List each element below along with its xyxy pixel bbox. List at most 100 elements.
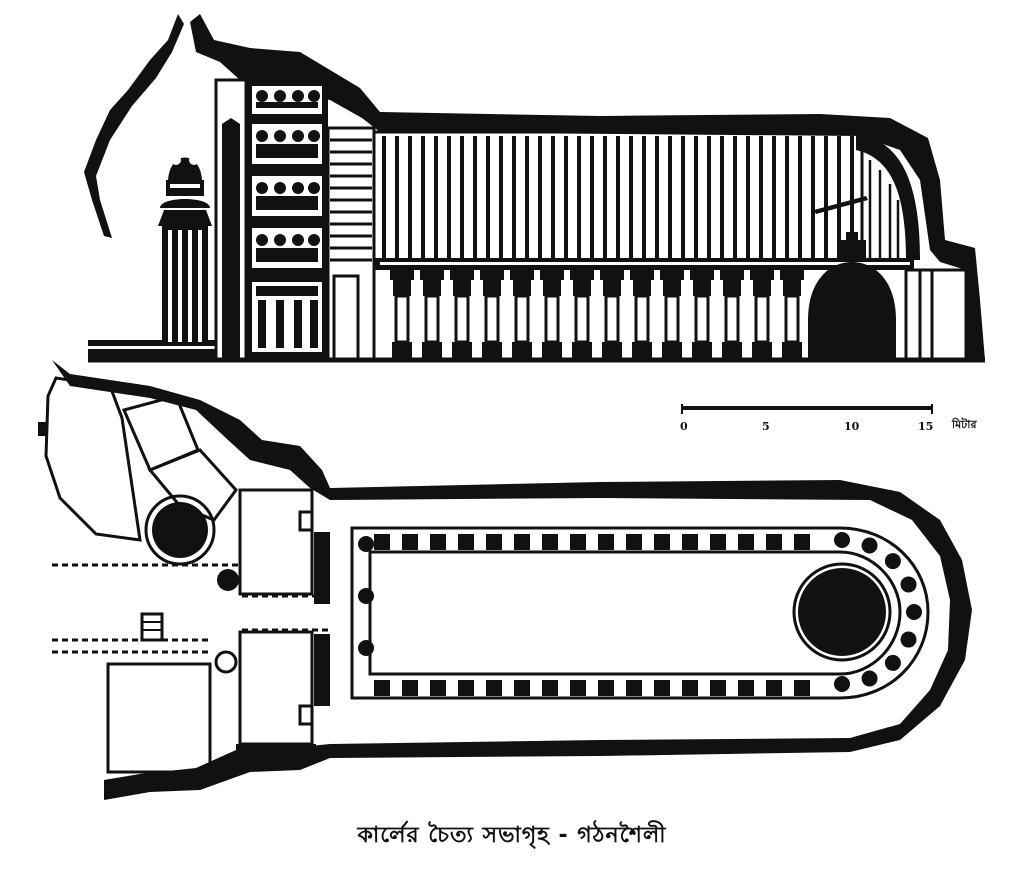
nave-pillar [600, 270, 624, 358]
apse-vault [856, 134, 920, 260]
plan-column [710, 680, 726, 696]
scale-unit: মিটার [951, 417, 977, 431]
plan-column [514, 680, 530, 696]
plan-column [458, 534, 474, 550]
caption: কার্লের চৈত্য সভাগৃহ - গঠনশৈলী [357, 823, 667, 848]
vault-rib [837, 136, 841, 258]
vault-rib [759, 136, 763, 258]
vault-rib [798, 136, 802, 258]
nave-pillar [780, 270, 804, 358]
nave-pillar [480, 270, 504, 358]
plan-column [710, 534, 726, 550]
nave-pillar [660, 270, 684, 358]
vault-rib [655, 136, 659, 258]
nave-pillar [720, 270, 744, 358]
plan-column [598, 534, 614, 550]
plan-column [766, 534, 782, 550]
vault-rib [850, 136, 854, 258]
vault-rib [512, 136, 516, 258]
plan-column [626, 534, 642, 550]
left-column-base [152, 502, 208, 558]
plan-column [430, 680, 446, 696]
plan-column [542, 680, 558, 696]
plan-column [542, 534, 558, 550]
stupa-plan [798, 568, 886, 656]
nave-pillar [510, 270, 534, 358]
vault-rib [395, 136, 399, 258]
vault-rib [434, 136, 438, 258]
ground-plan [38, 360, 972, 800]
plan-column [514, 534, 530, 550]
nave-pillar [690, 270, 714, 358]
scale-bar: 0 5 10 15 মিটার [680, 404, 977, 433]
plan-column [402, 534, 418, 550]
vault-rib [694, 136, 698, 258]
vault-rib [460, 136, 464, 258]
vault-rib [447, 136, 451, 258]
aisle-outline [368, 550, 902, 676]
vault-rib [603, 136, 607, 258]
vault-rib [499, 136, 503, 258]
nave-pillar [540, 270, 564, 358]
vault-rib [616, 136, 620, 258]
vault-rib [486, 136, 490, 258]
vault-rib [785, 136, 789, 258]
plan-column [861, 537, 878, 554]
vault-rib [824, 136, 828, 258]
nave-pillar [450, 270, 474, 358]
nave-pillar [420, 270, 444, 358]
plan-column [374, 534, 390, 550]
plan-column [900, 576, 917, 593]
scale-tick-5: 5 [762, 420, 770, 433]
plan-column [794, 680, 810, 696]
plan-column [884, 553, 901, 570]
nave-pillar [390, 270, 414, 358]
vault-rib [733, 136, 737, 258]
plan-column [458, 680, 474, 696]
plan-column [766, 680, 782, 696]
plan-column [598, 680, 614, 696]
plan-column [486, 534, 502, 550]
nave-pillar [750, 270, 774, 358]
vault-rib [668, 136, 672, 258]
vault-rib [421, 136, 425, 258]
vault-rib [525, 136, 529, 258]
vault-rib [577, 136, 581, 258]
plan-column [794, 534, 810, 550]
scale-tick-10: 10 [844, 420, 860, 433]
vault-rib [811, 136, 815, 258]
nave-pillar [570, 270, 594, 358]
vault-rib [538, 136, 542, 258]
stupa [808, 196, 896, 360]
vault-rib [590, 136, 594, 258]
plan-column [626, 680, 642, 696]
plan-column [884, 654, 901, 671]
vault-rib [564, 136, 568, 258]
plan-column [834, 676, 850, 692]
scale-tick-15: 15 [918, 420, 933, 433]
nave-pillars [390, 270, 804, 358]
plan-column [570, 534, 586, 550]
plan-column [834, 532, 850, 548]
plan-column [430, 534, 446, 550]
vault-rib [642, 136, 646, 258]
lion-pillar [158, 155, 212, 346]
plan-column [654, 680, 670, 696]
vault-rib [473, 136, 477, 258]
plan-column [486, 680, 502, 696]
nave-outline [350, 526, 930, 700]
vault-ribs [382, 136, 854, 258]
scale-tick-0: 0 [680, 420, 688, 433]
cliff-crack [84, 14, 184, 238]
plan-column [861, 670, 878, 687]
plan-column [900, 631, 917, 648]
vault-rib [707, 136, 711, 258]
plan-columns [374, 532, 922, 696]
plan-column [682, 680, 698, 696]
section-elevation [84, 14, 985, 363]
plan-column [738, 680, 754, 696]
plan-column [374, 680, 390, 696]
plan-column [570, 680, 586, 696]
plan-column [402, 680, 418, 696]
vault-rib [772, 136, 776, 258]
